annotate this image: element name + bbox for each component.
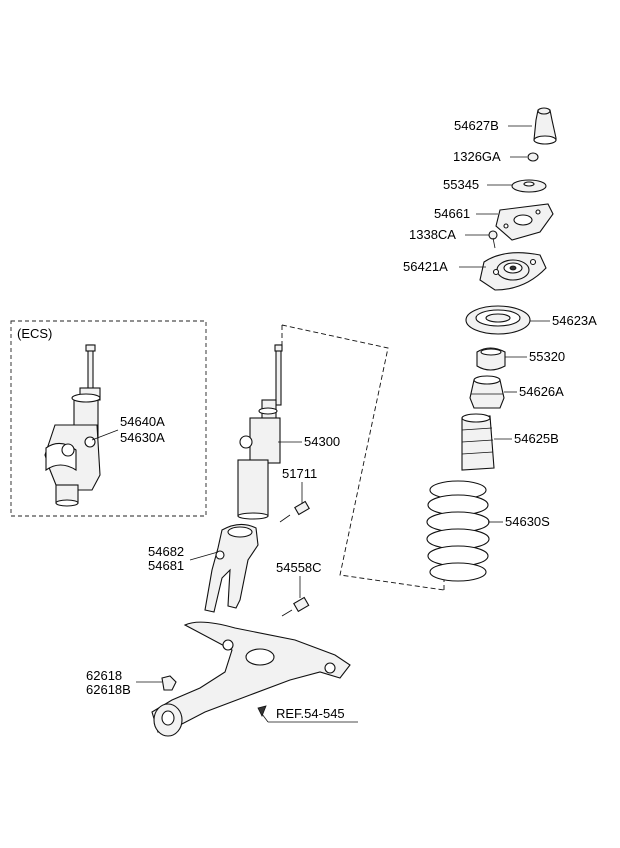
nut-1338CA (488, 230, 498, 240)
label-51711: 51711 (282, 466, 317, 481)
label-54626A: 54626A (519, 384, 564, 399)
label-54682: 54682 (148, 544, 184, 559)
strut-54300 (237, 344, 283, 520)
label-54623A: 54623A (552, 313, 597, 328)
label-56421A: 56421A (403, 259, 448, 274)
dust-cover-54625B (461, 413, 495, 471)
bushing-55320 (476, 347, 506, 371)
label-1326GA: 1326GA (453, 149, 501, 164)
coil-spring-54630S (426, 480, 490, 582)
label-54630S: 54630S (505, 514, 550, 529)
label-62618: 62618 (86, 668, 122, 683)
label-55320: 55320 (529, 349, 565, 364)
ref-label: REF.54-545 (276, 706, 345, 721)
bolt-54558C (281, 596, 310, 617)
label-54681: 54681 (148, 558, 184, 573)
assembly-dashed-outline (281, 324, 445, 591)
label-54558C: 54558C (276, 560, 322, 575)
plate-54661 (495, 203, 554, 241)
label-55345: 55345 (443, 177, 479, 192)
insulator-54623A (465, 305, 531, 335)
cap-54627B (533, 107, 557, 145)
bump-stopper-54626A (469, 375, 505, 409)
bolt-51711 (279, 500, 310, 523)
ecs-variant-box (10, 320, 207, 517)
ecs-box-label: (ECS) (17, 326, 52, 341)
label-1338CA: 1338CA (409, 227, 456, 242)
nut-62618 (161, 675, 177, 691)
fork-54682 (204, 523, 259, 613)
ecs-strut-assembly (44, 344, 101, 507)
mount-56421A (479, 252, 547, 291)
label-54627B: 54627B (454, 118, 499, 133)
label-62618B: 62618B (86, 682, 131, 697)
nut-1326GA (527, 152, 539, 162)
label-54300: 54300 (304, 434, 340, 449)
label-54625B: 54625B (514, 431, 559, 446)
lower-control-arm (151, 621, 351, 737)
label-54661: 54661 (434, 206, 470, 221)
label-54630A: 54630A (120, 430, 165, 445)
washer-55345 (511, 179, 547, 193)
label-54640A: 54640A (120, 414, 165, 429)
